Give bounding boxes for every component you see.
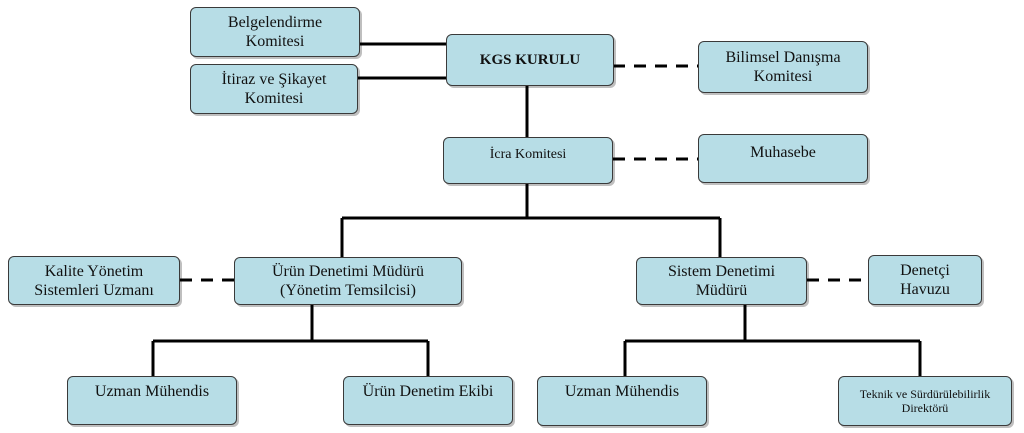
- node-urun-ekip-label: Ürün Denetim Ekibi: [362, 383, 494, 400]
- node-bilimsel-label: Bilimsel Danışma Komitesi: [725, 49, 841, 85]
- node-kgs-kurulu: KGS KURULU: [446, 34, 614, 86]
- node-kalite: Kalite Yönetim Sistemleri Uzmanı: [8, 256, 180, 305]
- node-itiraz: İtiraz ve Şikayet Komitesi: [190, 64, 358, 114]
- node-teknik-direktor: Teknik ve Sürdürülebilirlik Direktörü: [838, 376, 1012, 426]
- node-denetci: Denetçi Havuzu: [868, 255, 982, 305]
- node-bilimsel: Bilimsel Danışma Komitesi: [698, 41, 868, 93]
- node-urun-denetim-ekibi: Ürün Denetim Ekibi: [343, 376, 513, 425]
- node-icra: İcra Komitesi: [443, 137, 613, 184]
- node-icra-label: İcra Komitesi: [489, 147, 567, 162]
- node-uzman2-label: Uzman Mühendis: [564, 383, 680, 400]
- node-itiraz-label: İtiraz ve Şikayet Komitesi: [221, 71, 327, 107]
- node-belgelendirme-label: Belgelendirme Komitesi: [227, 14, 323, 50]
- node-uzman-muhendis-2: Uzman Mühendis: [537, 376, 707, 426]
- node-sistem-mudur-label: Sistem Denetimi Müdürü: [667, 263, 776, 299]
- node-sistem-mudur: Sistem Denetimi Müdürü: [636, 257, 807, 305]
- node-uzman1-label: Uzman Mühendis: [94, 383, 210, 400]
- node-kalite-label: Kalite Yönetim Sistemleri Uzmanı: [34, 262, 154, 299]
- node-kgs-label: KGS KURULU: [479, 51, 581, 68]
- node-teknik-label: Teknik ve Sürdürülebilirlik Direktörü: [859, 387, 991, 415]
- node-muhasebe: Muhasebe: [698, 134, 868, 183]
- node-belgelendirme: Belgelendirme Komitesi: [190, 7, 360, 57]
- node-uzman-muhendis-1: Uzman Mühendis: [67, 376, 237, 425]
- node-denetci-label: Denetçi Havuzu: [900, 262, 950, 298]
- node-urun-mudur: Ürün Denetimi Müdürü (Yönetim Temsilcisi…: [234, 257, 462, 305]
- node-urun-mudur-label: Ürün Denetimi Müdürü (Yönetim Temsilcisi…: [272, 263, 424, 299]
- node-muhasebe-label: Muhasebe: [750, 144, 816, 161]
